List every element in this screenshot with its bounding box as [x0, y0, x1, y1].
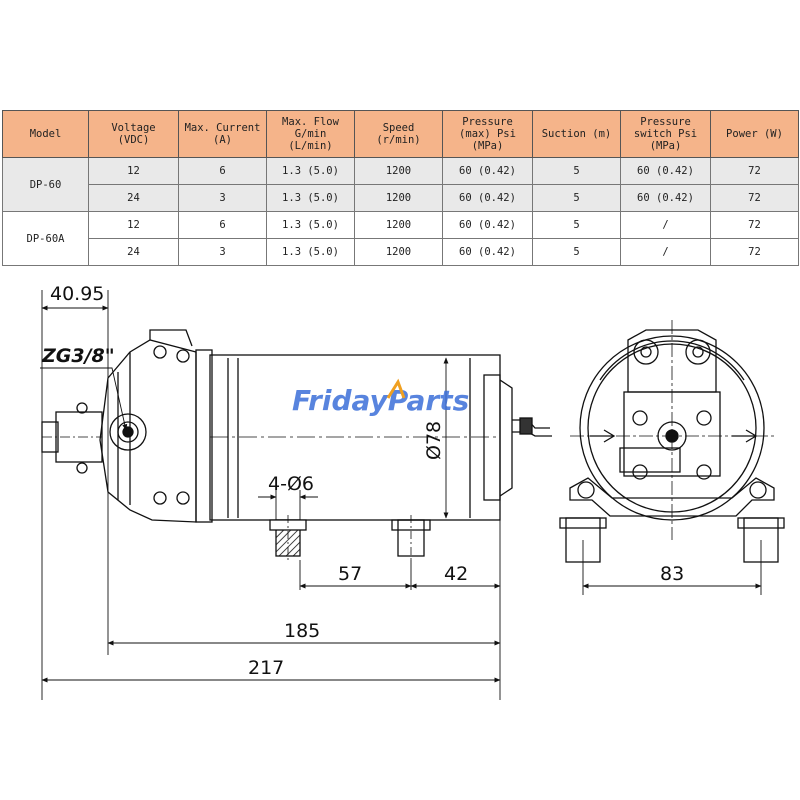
- header-model: Model: [2, 110, 89, 158]
- dim-hole-spacing-a: 57: [338, 563, 362, 585]
- cell-power: 72: [710, 157, 799, 185]
- dim-body-length: 185: [284, 620, 320, 642]
- cell-current: 6: [178, 157, 267, 185]
- dim-foot-width: 83: [660, 563, 684, 585]
- header-power: Power (W): [710, 110, 799, 158]
- table-header-row: Model Voltage (VDC) Max. Current (A) Max…: [2, 110, 799, 158]
- model-cell-dp60: DP-60: [2, 157, 89, 212]
- dim-overall-length: 217: [248, 657, 284, 679]
- pump-dimension-drawing: 40.95 ZG3/8" Ø78 4-Ø6 57 42 185 217 83 F…: [40, 283, 785, 700]
- header-max-flow: Max. Flow G/min (L/min): [266, 110, 355, 158]
- cell-power: 72: [710, 184, 799, 212]
- cell-suction: 5: [532, 157, 621, 185]
- header-suction: Suction (m): [532, 110, 621, 158]
- cell-pressure: 60 (0.42): [442, 211, 533, 239]
- cell-voltage: 12: [88, 211, 179, 239]
- cell-current: 3: [178, 184, 267, 212]
- cell-power: 72: [710, 211, 799, 239]
- header-pressure: Pressure (max) Psi (MPa): [442, 110, 533, 158]
- cell-pressure-switch: 60 (0.42): [620, 184, 711, 212]
- header-pressure-switch: Pressure switch Psi (MPa): [620, 110, 711, 158]
- cell-pressure-switch: /: [620, 238, 711, 266]
- cell-speed: 1200: [354, 157, 443, 185]
- spec-table: Model Voltage (VDC) Max. Current (A) Max…: [2, 110, 799, 266]
- pump-head: [99, 339, 197, 523]
- watermark-swoosh: [386, 378, 406, 399]
- cell-flow: 1.3 (5.0): [266, 184, 355, 212]
- cell-current: 3: [178, 238, 267, 266]
- watermark-logo: FridayParts: [292, 384, 469, 417]
- dim-mount-holes: 4-Ø6: [268, 473, 314, 495]
- dim-inlet-offset: 40.95: [50, 283, 104, 305]
- table-row: 24 3 1.3 (5.0) 1200 60 (0.42) 5 / 72: [3, 238, 799, 266]
- cell-flow: 1.3 (5.0): [266, 238, 355, 266]
- table-row: DP-60 12 6 1.3 (5.0) 1200 60 (0.42) 5 60…: [2, 157, 799, 212]
- cell-suction: 5: [532, 211, 621, 239]
- cell-speed: 1200: [354, 211, 443, 239]
- motor-body: [209, 354, 501, 521]
- cell-voltage: 24: [88, 184, 179, 212]
- dim-diameter: Ø78: [423, 421, 445, 460]
- header-speed: Speed (r/min): [354, 110, 443, 158]
- cell-power: 72: [710, 238, 799, 266]
- cell-current: 6: [178, 211, 267, 239]
- cell-pressure: 60 (0.42): [442, 157, 533, 185]
- cell-voltage: 12: [88, 157, 179, 185]
- cell-voltage: 24: [88, 238, 179, 266]
- cell-speed: 1200: [354, 238, 443, 266]
- cell-pressure: 60 (0.42): [442, 238, 533, 266]
- header-voltage: Voltage (VDC): [88, 110, 179, 158]
- table-row: 24 3 1.3 (5.0) 1200 60 (0.42) 5 60 (0.42…: [3, 184, 799, 212]
- cell-suction: 5: [532, 238, 621, 266]
- cell-speed: 1200: [354, 184, 443, 212]
- dim-hole-spacing-b: 42: [444, 563, 468, 585]
- cell-flow: 1.3 (5.0): [266, 211, 355, 239]
- cell-flow: 1.3 (5.0): [266, 157, 355, 185]
- watermark-part1: Friday: [292, 384, 390, 417]
- table-row: DP-60A 12 6 1.3 (5.0) 1200 60 (0.42) 5 /…: [2, 211, 799, 266]
- cell-pressure: 60 (0.42): [442, 184, 533, 212]
- dim-thread-label: ZG3/8": [41, 345, 115, 367]
- header-max-current: Max. Current (A): [178, 110, 267, 158]
- cell-suction: 5: [532, 184, 621, 212]
- front-view-motor-outline: [579, 335, 765, 521]
- model-cell-dp60a: DP-60A: [2, 211, 89, 266]
- cell-pressure-switch: /: [620, 211, 711, 239]
- cell-pressure-switch: 60 (0.42): [620, 157, 711, 185]
